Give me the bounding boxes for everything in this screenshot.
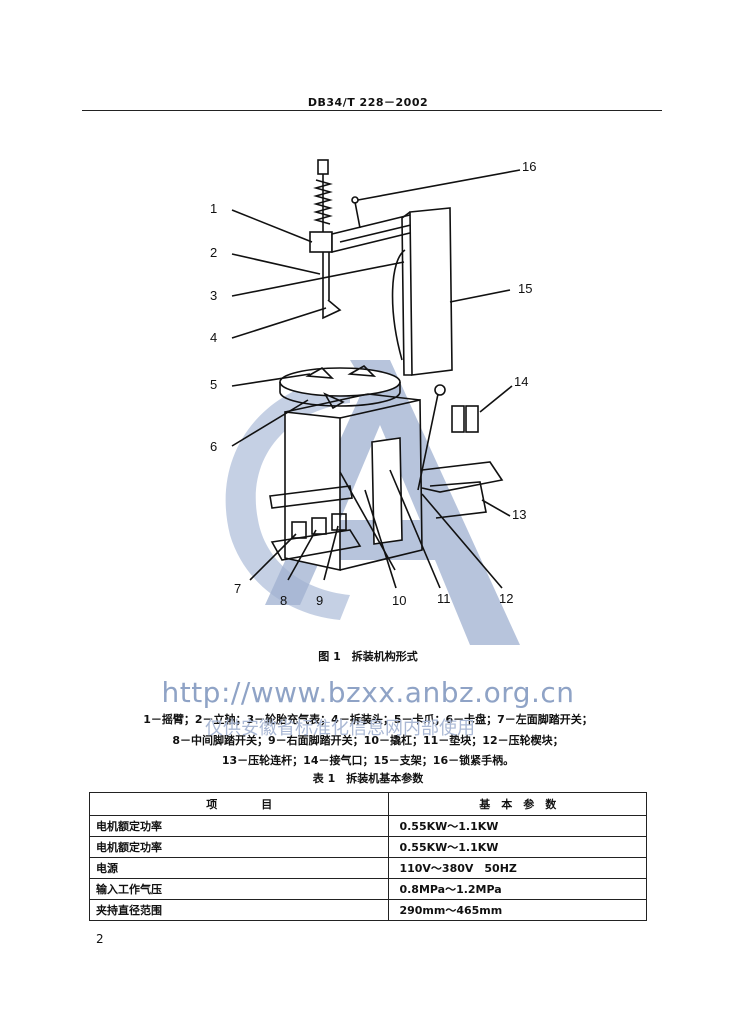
- table-cell-item: 夹持直径范围: [88, 899, 390, 921]
- callout-11: 11: [437, 591, 451, 606]
- callout-14: 14: [514, 374, 529, 389]
- callout-1: 1: [210, 201, 218, 216]
- figure-legend-line-3: 13－压轮连杆；14－接气口；15－支架；16－锁紧手柄。: [221, 754, 515, 767]
- watermark-logo: [225, 360, 520, 645]
- watermark-logo-letter: [265, 360, 520, 645]
- callout-9: 9: [316, 593, 324, 608]
- table-cell-value: 0.8MPa～1.2MPa: [388, 878, 647, 900]
- table-cell-item: 电机额定功率: [88, 836, 390, 858]
- table-row: 电源 110V～380V 50HZ: [88, 857, 647, 879]
- callout-8: 8: [280, 593, 288, 608]
- table-cell-item: 输入工作气压: [88, 878, 390, 900]
- table-row: 电机额定功率 0.55KW～1.1KW: [88, 815, 647, 837]
- standard-code: DB34/T 228－2002: [307, 96, 429, 109]
- header-rule: [82, 110, 662, 111]
- table-cell-value: 0.55KW～1.1KW: [388, 815, 647, 837]
- table-cell-value: 290mm～465mm: [388, 899, 647, 921]
- watermark-org-text: 仅供安徽省标准化信息网内部使用: [205, 718, 475, 739]
- callout-2: 2: [210, 245, 218, 260]
- table-cell-item: 电源: [88, 857, 390, 879]
- watermark-logo-arc: [225, 375, 350, 620]
- table-row: 输入工作气压 0.8MPa～1.2MPa: [88, 878, 647, 900]
- table-header-value: 基 本 参 数: [388, 792, 647, 816]
- table-cell-value: 0.55KW～1.1KW: [388, 836, 647, 858]
- callout-7: 7: [234, 581, 242, 596]
- watermark-url: http://www.bzxx.anbz.org.cn: [161, 676, 575, 709]
- callout-4: 4: [210, 330, 218, 345]
- parameters-table: 项 目 基 本 参 数 电机额定功率 0.55KW～1.1KW 电机额定功率 0…: [88, 792, 647, 921]
- table-header-row: 项 目 基 本 参 数: [88, 792, 647, 816]
- callout-3: 3: [210, 288, 218, 303]
- table-row: 电机额定功率 0.55KW～1.1KW: [88, 836, 647, 858]
- callout-15: 15: [518, 281, 533, 296]
- table-caption: 表 1 拆装机基本参数: [312, 772, 424, 785]
- table-cell-item: 电机额定功率: [88, 815, 390, 837]
- callout-6: 6: [210, 439, 218, 454]
- table-header-item: 项 目: [88, 792, 390, 816]
- callout-5: 5: [210, 377, 218, 392]
- tire-changer-figure: [231, 159, 521, 589]
- page-number: 2: [96, 932, 104, 946]
- table-cell-value: 110V～380V 50HZ: [388, 857, 647, 879]
- figure-legend-line-1: 1－摇臂；2－立轴；3－轮胎充气表；4－拆装头；5－卡爪；6－卡盘；7－左面脚踏…: [143, 713, 593, 726]
- figure-caption: 图 1 拆装机构形式: [318, 650, 418, 663]
- callout-10: 10: [392, 593, 407, 608]
- callout-13: 13: [512, 507, 527, 522]
- callout-12: 12: [499, 591, 514, 606]
- table-row: 夹持直径范围 290mm～465mm: [88, 899, 647, 921]
- callout-16: 16: [522, 159, 537, 174]
- figure-legend-line-2: 8－中间脚踏开关；9－右面脚踏开关；10－撬杠；11－垫块；12－压轮楔块；: [172, 734, 564, 747]
